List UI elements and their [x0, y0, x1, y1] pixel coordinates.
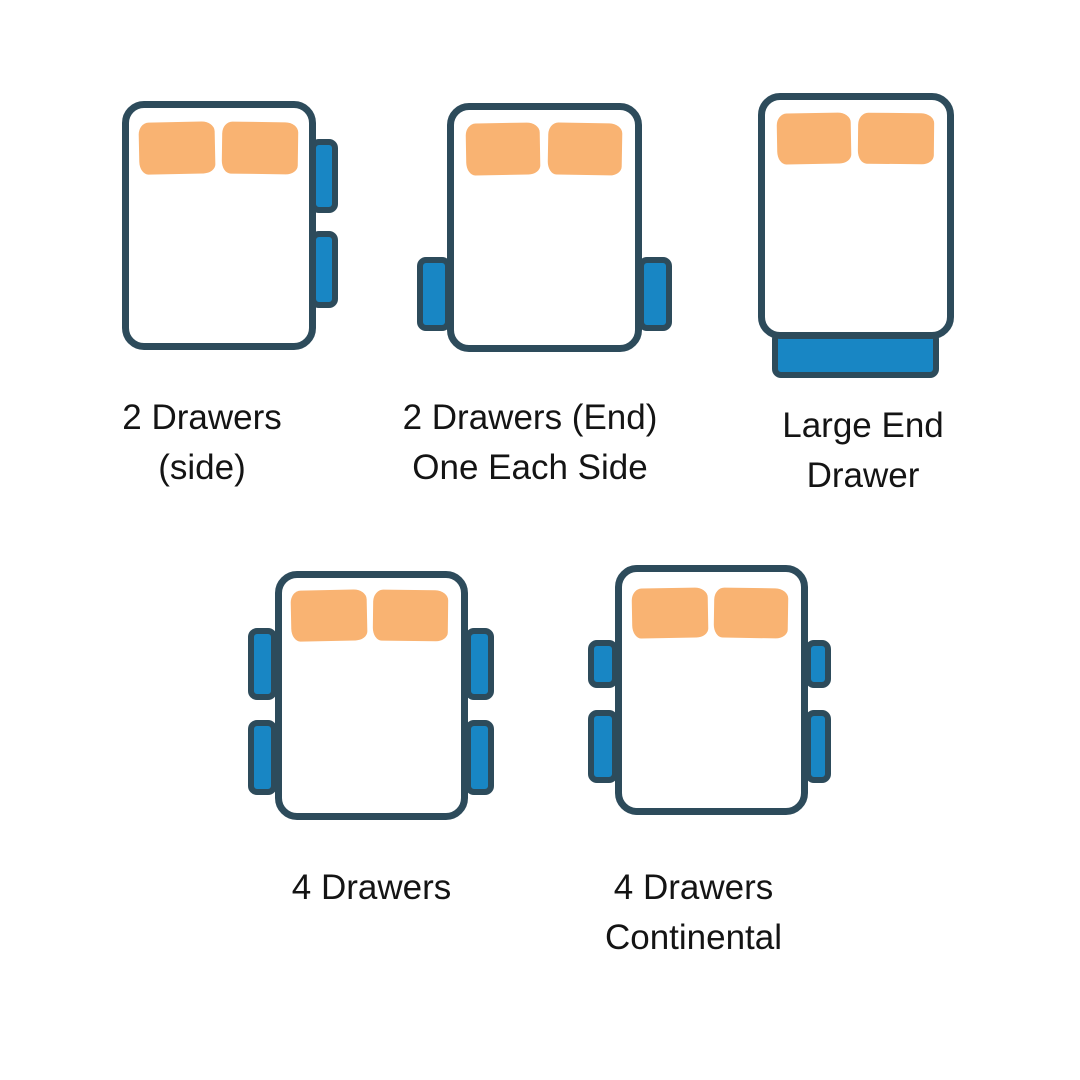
side-drawer-left-top-icon — [248, 628, 277, 700]
label-line: Continental — [604, 918, 783, 957]
option-label-2-drawers-end: 2 Drawers (End) One Each Side — [390, 393, 670, 493]
label-line: 4 Drawers — [291, 868, 452, 907]
pillow-left-icon — [138, 121, 216, 175]
side-drawer-left-top-icon — [588, 640, 618, 688]
side-drawer-right-top-icon — [805, 640, 831, 688]
side-drawer-right-bottom-icon — [465, 720, 494, 795]
end-drawer-right-icon — [638, 257, 672, 331]
option-label-large-end-drawer: Large End Drawer — [753, 401, 973, 501]
pillow-right-icon — [857, 112, 935, 165]
option-label-4-drawers: 4 Drawers — [275, 863, 468, 913]
pillow-right-icon — [372, 589, 449, 642]
label-line: Drawer — [806, 456, 920, 495]
side-drawer-left-bottom-icon — [248, 720, 277, 795]
label-line: Large End — [782, 406, 944, 445]
label-line: One Each Side — [412, 448, 648, 487]
pillow-right-icon — [221, 121, 299, 175]
end-drawer-left-icon — [417, 257, 451, 331]
label-line: 2 Drawers (End) — [402, 398, 658, 437]
label-line: 2 Drawers — [122, 398, 282, 437]
side-drawer-right-top-icon — [465, 628, 494, 700]
pillow-left-icon — [465, 122, 541, 176]
pillow-left-icon — [776, 112, 852, 165]
option-label-4-drawers-continental: 4 Drawers Continental — [597, 863, 790, 963]
pillow-right-icon — [713, 587, 789, 639]
option-label-2-drawers-side: 2 Drawers (side) — [102, 393, 302, 493]
side-drawer-right-bottom-icon — [805, 710, 831, 783]
pillow-right-icon — [547, 122, 623, 176]
label-line: 4 Drawers — [613, 868, 774, 907]
side-drawer-left-bottom-icon — [588, 710, 618, 783]
pillow-left-icon — [631, 587, 709, 639]
pillow-left-icon — [290, 589, 368, 642]
label-line: (side) — [158, 448, 246, 487]
